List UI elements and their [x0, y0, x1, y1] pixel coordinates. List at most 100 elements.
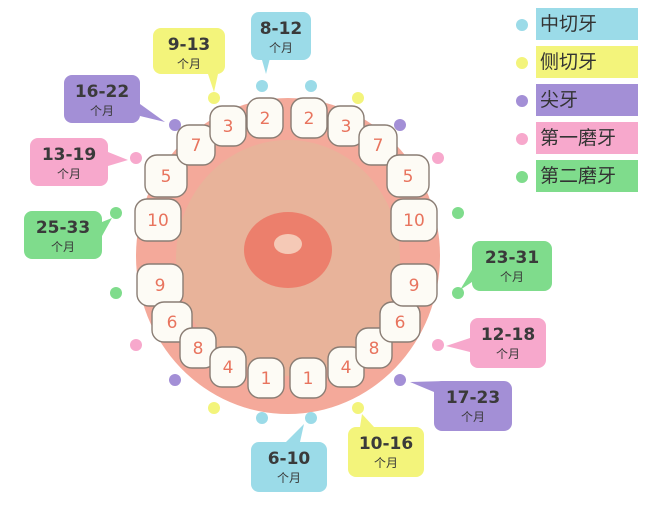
legend-dot: [516, 133, 528, 145]
legend-item-second-molar: 第二磨牙: [512, 160, 662, 194]
tooth-number: 1: [261, 369, 272, 389]
tooth-crown: [247, 357, 285, 399]
tooth-upper-7: 3: [327, 105, 365, 147]
tooth-crown: [209, 346, 247, 388]
bubble-tail: [102, 218, 112, 236]
marker-dot: [208, 92, 220, 104]
tooth-upper-8: 7: [358, 124, 398, 166]
legend-dot: [516, 57, 528, 69]
bubble-range: 17-23: [446, 388, 500, 408]
tooth-number: 7: [373, 136, 384, 156]
marker-dot: [256, 412, 268, 424]
tooth-number: 10: [403, 211, 425, 231]
bubble-range: 25-33: [36, 218, 90, 238]
marker-dot: [208, 402, 220, 414]
tooth-upper-4: 3: [209, 105, 247, 147]
bubble-tail: [108, 152, 128, 166]
bubble-unit: 个月: [500, 270, 524, 284]
tooth-lower-1: 9: [136, 263, 184, 307]
uvula: [274, 234, 302, 254]
tooth-number: 7: [191, 136, 202, 156]
tooth-crown: [386, 154, 430, 198]
legend-label: 尖牙: [536, 84, 638, 116]
tooth-crown: [327, 105, 365, 147]
tooth-number: 9: [409, 276, 420, 296]
age-bubble-3: 16-22 个月: [64, 75, 165, 123]
tooth-number: 4: [223, 358, 234, 378]
age-bubble-4: 13-19 个月: [30, 138, 128, 186]
bubble-range: 9-13: [168, 35, 211, 55]
tooth-upper-2: 5: [144, 154, 188, 198]
age-bubble-5: 25-33 个月: [24, 211, 112, 259]
tooth-upper-6: 2: [290, 97, 328, 139]
marker-dot: [256, 80, 268, 92]
legend-label: 第二磨牙: [536, 160, 638, 192]
tooth-lower-2: 6: [151, 301, 193, 343]
tooth-number: 10: [147, 211, 169, 231]
tooth-number: 6: [395, 313, 406, 333]
bubble-tail: [460, 270, 472, 290]
bubble-unit: 个月: [269, 41, 293, 55]
marker-dot: [394, 119, 406, 131]
tooth-crown: [246, 97, 284, 139]
legend-dot: [516, 95, 528, 107]
tooth-upper-1: 10: [134, 198, 182, 242]
tooth-crown: [290, 97, 328, 139]
legend-item-first-molar: 第一磨牙: [512, 122, 662, 156]
tooth-number: 1: [303, 369, 314, 389]
tooth-crown: [209, 105, 247, 147]
bubble-unit: 个月: [496, 347, 520, 361]
bubble-range: 8-12: [260, 19, 303, 39]
bubble-unit: 个月: [57, 167, 81, 181]
marker-dot: [452, 207, 464, 219]
legend-label: 中切牙: [536, 8, 638, 40]
tooth-number: 2: [260, 109, 271, 129]
bubble-box: [434, 381, 512, 431]
tooth-crown: [176, 124, 216, 166]
tooth-number: 4: [341, 358, 352, 378]
legend-dot: [516, 171, 528, 183]
marker-dot: [394, 374, 406, 386]
tooth-upper-10: 10: [390, 198, 438, 242]
tooth-crown: [289, 357, 327, 399]
bubble-unit: 个月: [51, 240, 75, 254]
marker-dot: [305, 412, 317, 424]
marker-dot: [305, 80, 317, 92]
bubble-tail: [262, 58, 270, 74]
bubble-unit: 个月: [374, 456, 398, 470]
marker-dot: [432, 339, 444, 351]
bubble-range: 13-19: [42, 145, 96, 165]
bubble-unit: 个月: [90, 104, 114, 118]
marker-dot: [130, 152, 142, 164]
marker-dot: [432, 152, 444, 164]
tooth-number: 8: [193, 339, 204, 359]
tooth-number: 3: [223, 117, 234, 137]
tooth-lower-9: 6: [379, 301, 421, 343]
bubble-unit: 个月: [461, 410, 485, 424]
marker-dot: [452, 287, 464, 299]
tooth-crown: [144, 154, 188, 198]
tooth-number: 5: [161, 167, 172, 187]
legend-item-canine: 尖牙: [512, 84, 662, 118]
legend-item-lateral: 侧切牙: [512, 46, 662, 80]
tooth-crown: [134, 198, 182, 242]
age-bubble-1: 8-12 个月: [251, 12, 311, 74]
tooth-number: 8: [369, 339, 380, 359]
bubble-tail: [286, 424, 304, 442]
tooth-crown: [390, 198, 438, 242]
tooth-upper-3: 7: [176, 124, 216, 166]
bubble-box: [251, 12, 311, 60]
marker-dot: [352, 92, 364, 104]
marker-dot: [169, 119, 181, 131]
legend-item-central: 中切牙: [512, 8, 662, 42]
tooth-number: 9: [155, 276, 166, 296]
tooth-number: 2: [304, 109, 315, 129]
marker-dot: [169, 374, 181, 386]
marker-dot: [130, 339, 142, 351]
bubble-range: 16-22: [75, 82, 129, 102]
